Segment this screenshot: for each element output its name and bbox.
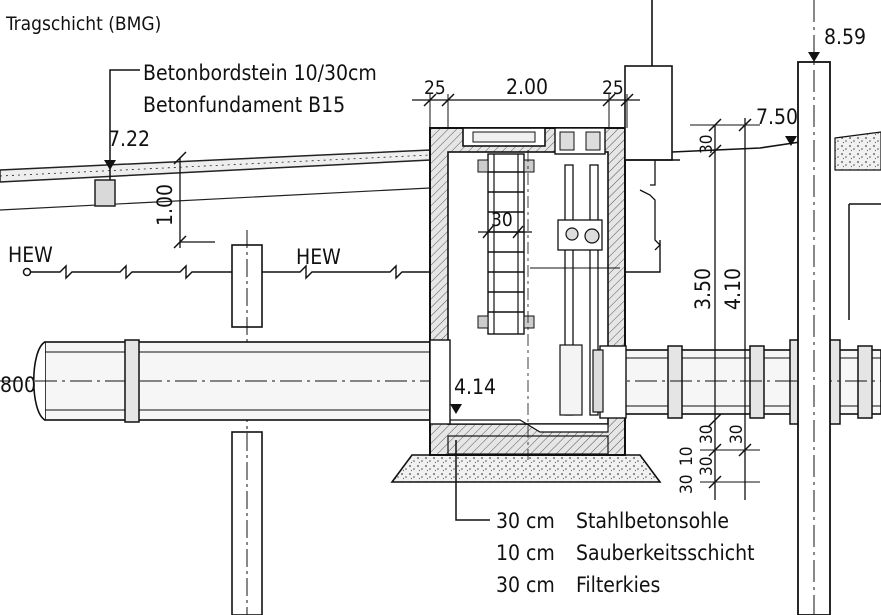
road-surface xyxy=(0,149,431,211)
level-750-marker xyxy=(785,136,797,146)
dim-25-left: 25 xyxy=(424,77,446,99)
layer-name: Stahlbetonsohle xyxy=(576,509,729,533)
label-hew-mid: HEW xyxy=(296,245,341,269)
layer-thickness: 10 cm xyxy=(496,541,555,565)
level-750: 7.50 xyxy=(756,105,798,129)
dim-ladder xyxy=(478,225,532,239)
support-post xyxy=(231,230,263,615)
dim-top xyxy=(412,93,640,128)
label-pipe-800: 800 xyxy=(0,373,36,397)
dim-right xyxy=(690,118,760,500)
layer-legend: 30 cm Stahlbetonsohle 10 cm Sauberkeitss… xyxy=(496,509,754,597)
label-fundament: Betonfundament B15 xyxy=(143,93,345,117)
level-414-marker xyxy=(450,404,462,414)
pipe-right xyxy=(600,339,881,425)
dim-100-text: 1.00 xyxy=(153,184,177,226)
dim-30-b: 30 xyxy=(697,457,717,476)
valve-riser xyxy=(530,164,620,416)
label-tragschicht: Tragschicht (BMG) xyxy=(5,13,161,35)
layer-thickness: 30 cm xyxy=(496,509,555,533)
dim-410: 4.10 xyxy=(721,268,745,310)
dim-30-ladder: 30 xyxy=(491,209,513,231)
dim-200: 2.00 xyxy=(506,75,548,99)
dim-25-right: 25 xyxy=(602,77,624,99)
curb-stone xyxy=(94,179,116,207)
dim-100 xyxy=(173,151,215,249)
level-414: 4.14 xyxy=(454,375,496,399)
curb-leader xyxy=(109,69,140,180)
layer-name: Sauberkeitsschicht xyxy=(576,541,754,565)
level-859: 8.59 xyxy=(824,25,866,49)
layer-name: Filterkies xyxy=(576,573,660,597)
level-722: 7.22 xyxy=(108,127,150,151)
dim-350: 3.50 xyxy=(691,268,715,310)
mast-pole xyxy=(797,0,831,615)
shaft-ladder xyxy=(477,153,535,335)
dim-10: 10 xyxy=(677,447,697,466)
label-hew-left: HEW xyxy=(8,243,53,267)
right-surface xyxy=(625,131,881,320)
dim-30-d: 30 xyxy=(727,425,747,444)
layer-thickness: 30 cm xyxy=(496,573,555,597)
legend-leader xyxy=(455,440,490,521)
shaft-structure xyxy=(390,65,673,483)
dim-30-top: 30 xyxy=(697,135,717,154)
dim-30-c: 30 xyxy=(677,475,697,494)
level-859-marker xyxy=(808,52,820,62)
level-722-marker xyxy=(104,160,116,170)
label-bordstein: Betonbordstein 10/30cm xyxy=(143,61,377,85)
dim-30-a: 30 xyxy=(697,425,717,444)
